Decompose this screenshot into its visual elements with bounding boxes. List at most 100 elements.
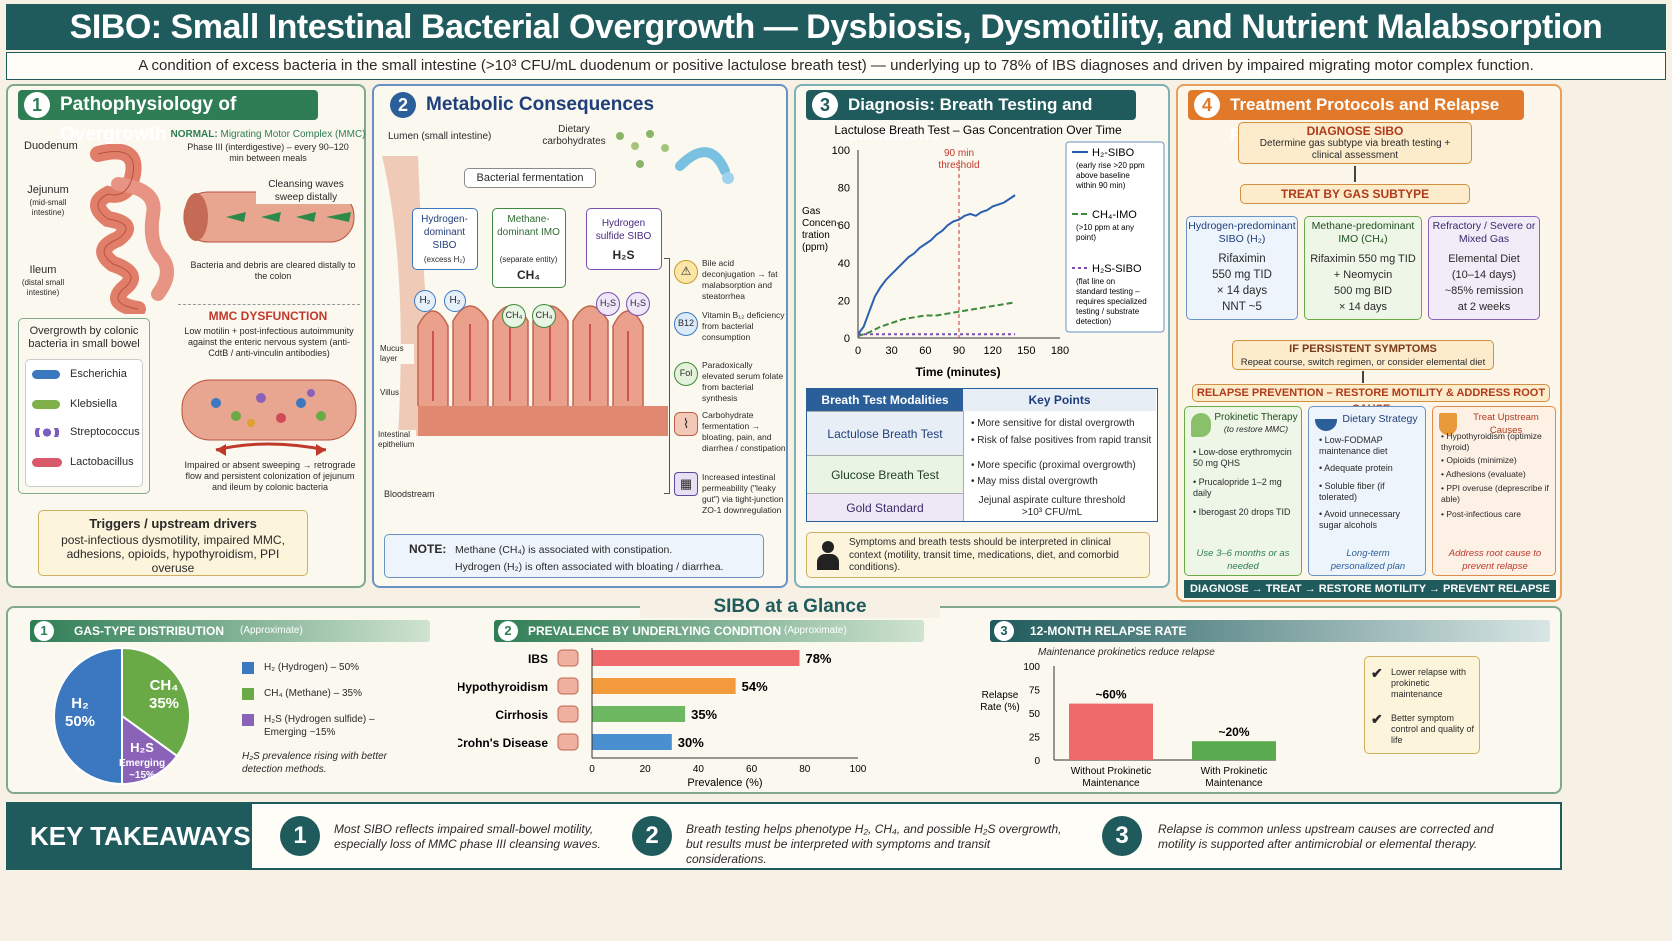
table-header-modalities: Breath Test Modalities bbox=[807, 389, 963, 411]
bar bbox=[1192, 741, 1276, 760]
effect-carbohydrate: Carbohydrate fermentation → bloating, pa… bbox=[702, 410, 786, 453]
glance-panel: 1 GAS-TYPE DISTRIBUTION (Approximate) H₂… bbox=[6, 606, 1562, 794]
bowl-icon bbox=[1315, 419, 1337, 431]
takeaway-3-text: Relapse is common unless upstream causes… bbox=[1158, 822, 1494, 851]
bubble-h2-2: H₂ bbox=[444, 290, 466, 312]
y-axis-label: Rate (%) bbox=[980, 702, 1019, 713]
legend-h2s: H₂S (Hydrogen sulfide) – Emerging ~15% bbox=[264, 714, 375, 738]
category-label: Hypothyroidism bbox=[458, 680, 548, 694]
treatment-refractory: Refractory / Severe or Mixed Gas Element… bbox=[1428, 216, 1540, 320]
bar bbox=[1069, 703, 1153, 760]
organ-icon bbox=[557, 705, 579, 723]
lumen-label: Lumen (small intestine) bbox=[388, 131, 492, 142]
bar bbox=[592, 734, 672, 750]
bubble-h2s-1: H₂S bbox=[596, 292, 620, 316]
x-tick-label: 60 bbox=[746, 764, 758, 775]
dietary-item-1: • Low-FODMAP maintenance diet bbox=[1319, 435, 1388, 456]
panel-2-number: 2 bbox=[390, 92, 416, 118]
x-tick-label: 30 bbox=[886, 345, 898, 357]
doctor-icon bbox=[817, 541, 839, 571]
pie-label-ch4-value: 35% bbox=[149, 695, 179, 712]
cleared-note: Bacteria and debris are cleared distally… bbox=[190, 260, 356, 281]
y-tick-label: 100 bbox=[1023, 662, 1040, 673]
dysfunction-intestine-illustration bbox=[181, 379, 357, 456]
bar-value-label: 35% bbox=[691, 707, 717, 722]
y-tick-label: 40 bbox=[838, 258, 850, 270]
effect-permeability: Increased intestinal permeability ("leak… bbox=[702, 472, 784, 515]
glance-section-1-header: 1 GAS-TYPE DISTRIBUTION (Approximate) bbox=[30, 620, 430, 642]
upstream-foot: Address root cause to prevent relapse bbox=[1448, 548, 1542, 572]
category-label: Maintenance bbox=[1205, 778, 1263, 789]
gas-type-ch4-gas: CH₄ bbox=[516, 268, 541, 282]
legend-ch4: CH₄ (Methane) – 35% bbox=[264, 688, 363, 699]
threshold-label: threshold bbox=[938, 160, 979, 171]
glance-section-3-number: 3 bbox=[994, 621, 1014, 641]
pie-label-h2s: H₂S bbox=[130, 740, 154, 755]
effect-folate: Paradoxically elevated serum folate from… bbox=[702, 360, 784, 403]
bacteria-lactobacillus: Lactobacillus bbox=[70, 456, 134, 468]
upstream-item-4: • PPI overuse (deprescribe if able) bbox=[1441, 483, 1549, 504]
gas-type-ch4: Methane-dominant IMO (separate entity) C… bbox=[492, 208, 566, 288]
modalities-table: Breath Test Modalities Key Points Lactul… bbox=[806, 388, 1158, 522]
treatment-refractory-title: Refractory / Severe or Mixed Gas bbox=[1432, 220, 1536, 245]
prokinetic-item-2: • Prucalopride 1–2 mg daily bbox=[1193, 477, 1282, 498]
treatment-h2-line1: Rifaximin bbox=[1218, 253, 1266, 265]
legend-ch4-swatch bbox=[242, 688, 254, 700]
mmc-dysfunction-description: Low motilin + post-infectious autoimmuni… bbox=[184, 326, 354, 358]
check-icon-2: ✔ bbox=[1371, 711, 1383, 727]
bile-acid-icon: ⚠ bbox=[674, 260, 698, 284]
pie-label-h2s-note: Emerging bbox=[119, 758, 165, 769]
x-axis-label: Prevalence (%) bbox=[687, 777, 762, 789]
relapse-note: Maintenance prokinetics reduce relapse bbox=[1038, 647, 1215, 658]
gas-type-h2-title: Hydrogen-dominant SIBO bbox=[421, 214, 468, 251]
table-row-lactulose: Lactulose Breath Test bbox=[807, 411, 963, 455]
bar-value-label: 78% bbox=[805, 651, 831, 666]
table-header-keypoints: Key Points bbox=[963, 389, 1156, 411]
upstream-item-1: • Hypothyroidism (optimize thyroid) bbox=[1441, 431, 1542, 452]
prevention-prokinetic: Prokinetic Therapy (to restore MMC) • Lo… bbox=[1184, 406, 1302, 576]
bacteria-list: Escherichia Klebsiella Streptococcus Lac… bbox=[25, 359, 143, 487]
cleansing-waves-note: Cleansing waves sweep distally bbox=[256, 178, 356, 204]
category-label: Maintenance bbox=[1082, 778, 1140, 789]
impaired-sweeping-note: Impaired or absent sweeping → retrograde… bbox=[184, 460, 356, 492]
glance-section-2-header: 2 PREVALENCE BY UNDERLYING CONDITION (Ap… bbox=[494, 620, 924, 642]
glance-section-2-title: PREVALENCE BY UNDERLYING CONDITION bbox=[528, 624, 782, 638]
pie-label-ch4: CH₄ bbox=[150, 677, 179, 694]
bar-value-label: 54% bbox=[742, 679, 768, 694]
arrow-down-1 bbox=[1354, 166, 1356, 182]
gas-type-h2s: Hydrogen sulfide SIBO H₂S bbox=[586, 208, 662, 270]
check-icon-1: ✔ bbox=[1371, 665, 1383, 681]
x-tick-label: 60 bbox=[919, 345, 931, 357]
overgrowth-box: Overgrowth by colonic bacteria in small … bbox=[18, 318, 150, 494]
treatment-refractory-line1: Elemental Diet bbox=[1448, 253, 1520, 265]
upstream-title: Treat Upstream Causes bbox=[1473, 412, 1539, 436]
dietary-foot: Long-term personalized plan bbox=[1330, 548, 1406, 572]
page-subtitle: A condition of excess bacteria in the sm… bbox=[6, 52, 1666, 80]
bacteria-escherichia: Escherichia bbox=[70, 368, 127, 380]
folate-icon: Fol bbox=[674, 362, 698, 386]
treatment-h2-line4: NNT ~5 bbox=[1222, 301, 1262, 313]
glucose-point-2: • May miss distal overgrowth bbox=[971, 476, 1098, 487]
y-tick-label: 80 bbox=[838, 183, 850, 195]
normal-description: Phase III (interdigestive) – every 90–12… bbox=[187, 142, 349, 163]
benefit-2: Better symptom control and quality of li… bbox=[1391, 713, 1475, 745]
glance-section-2-number: 2 bbox=[498, 621, 518, 641]
interpretation-note: Symptoms and breath tests should be inte… bbox=[806, 532, 1150, 578]
treatment-refractory-line4: at 2 weeks bbox=[1457, 301, 1511, 313]
label-epithelium: Intestinal epithelium bbox=[378, 430, 416, 450]
bacteria-klebsiella: Klebsiella bbox=[70, 398, 118, 410]
y-tick-label: 0 bbox=[844, 333, 850, 345]
lactulose-point-2: • Risk of false positives from rapid tra… bbox=[971, 435, 1152, 446]
dietary-item-3: • Soluble fiber (if tolerated) bbox=[1319, 481, 1385, 502]
pie-label-h2: H₂ bbox=[71, 695, 89, 712]
dietary-item-4: • Avoid unnecessary sugar alcohols bbox=[1319, 509, 1401, 530]
dietary-item-2: • Adequate protein bbox=[1319, 463, 1393, 473]
table-row-gold-standard: Gold Standard bbox=[807, 493, 963, 521]
